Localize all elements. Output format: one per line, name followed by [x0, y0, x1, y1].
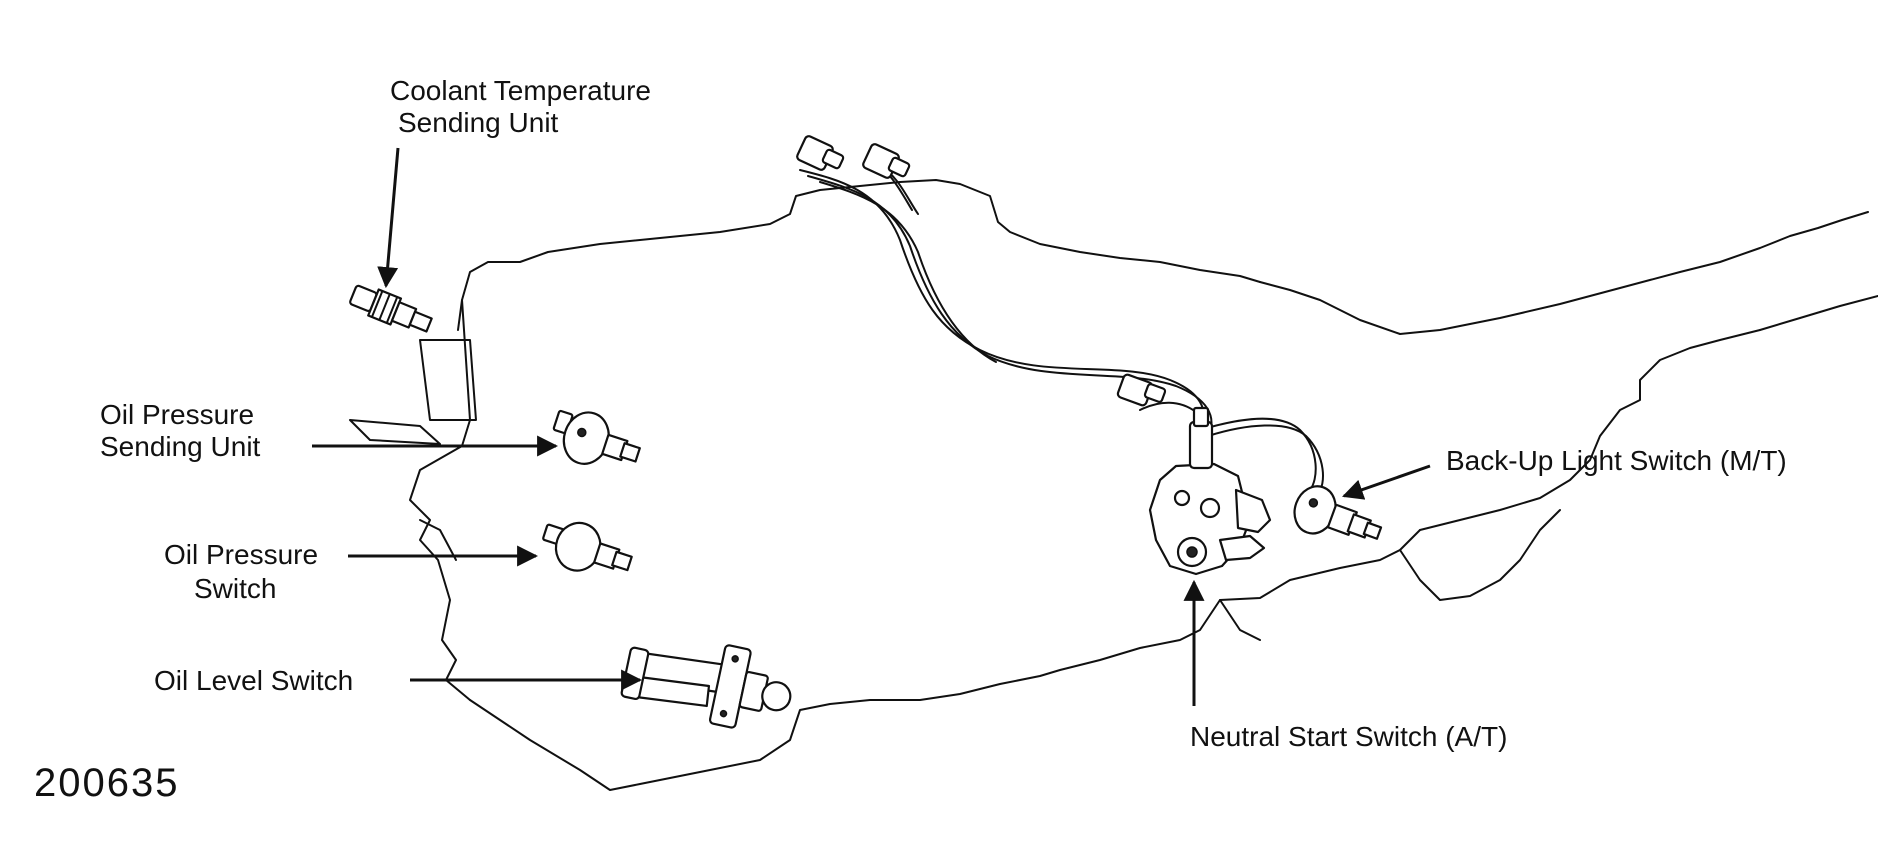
backup-light-switch: [1293, 485, 1383, 540]
arrow-backup-light: [1342, 464, 1431, 500]
arrow-coolant: [377, 147, 400, 289]
harness-connector-middle: [1116, 373, 1167, 407]
label-coolant-line1: Coolant Temperature: [390, 75, 651, 106]
oil-level-switch: [620, 644, 792, 729]
neutral-start-switch: [1148, 406, 1272, 576]
leader-lines: [312, 147, 1431, 706]
harness-connector-left: [796, 135, 845, 171]
label-backup-light-switch: Back-Up Light Switch (M/T): [1446, 445, 1787, 476]
label-oil-level-switch: Oil Level Switch: [154, 665, 353, 696]
harness-connector-right: [862, 143, 911, 179]
label-oil-pressure-sending-line2: Sending Unit: [100, 431, 261, 462]
wiring-harness: [799, 159, 1324, 495]
label-coolant-line2: Sending Unit: [398, 107, 559, 138]
figure-number: 200635: [34, 761, 179, 805]
label-oil-pressure-switch-line2: Switch: [194, 573, 276, 604]
coolant-temperature-sending-unit: [349, 284, 433, 333]
label-neutral-start-switch: Neutral Start Switch (A/T): [1190, 721, 1507, 752]
oil-pressure-sending-unit: [552, 409, 641, 465]
label-oil-pressure-switch-line1: Oil Pressure: [164, 539, 318, 570]
engine-outline: [349, 179, 1878, 791]
label-oil-pressure-sending-line1: Oil Pressure: [100, 399, 254, 430]
oil-pressure-switch: [542, 521, 633, 572]
